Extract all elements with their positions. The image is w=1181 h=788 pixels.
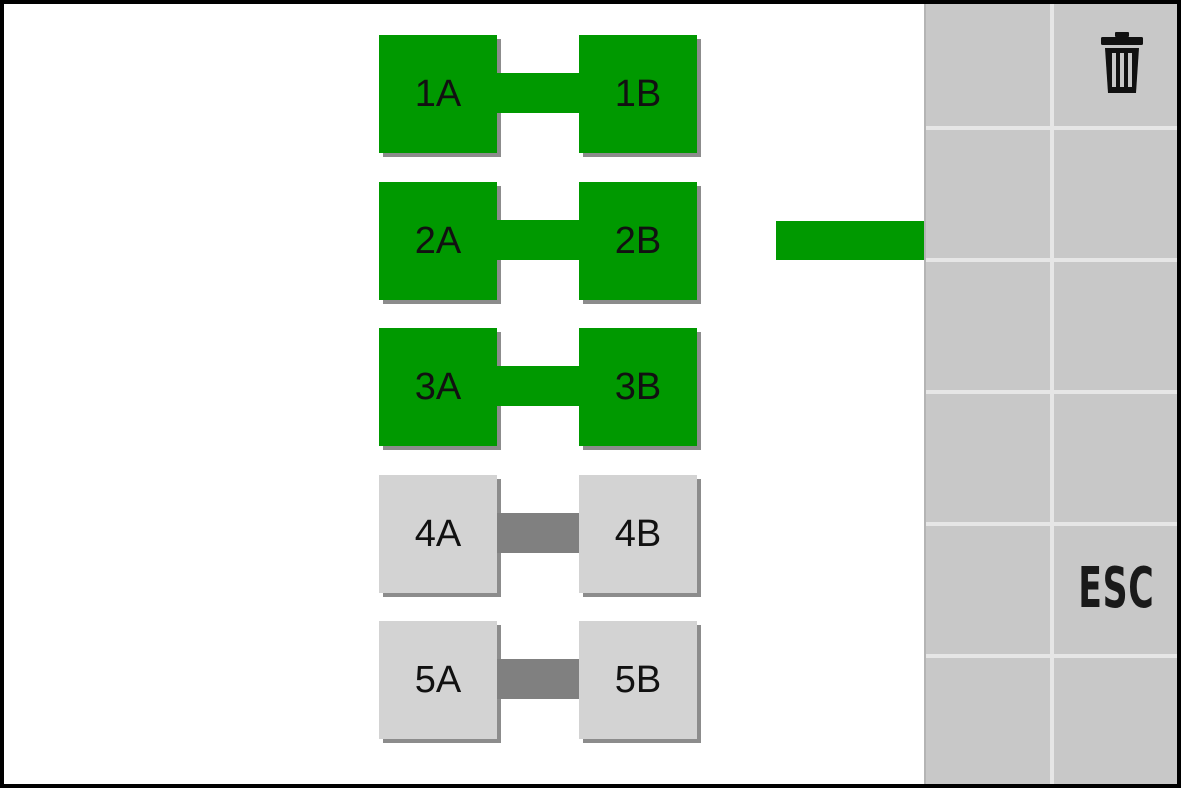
panel-button-r6c1[interactable] — [926, 658, 1054, 784]
panel-button-r6c2[interactable] — [1054, 658, 1177, 784]
link-bar-4 — [497, 513, 579, 553]
pair-row-3: 3A 3B — [379, 328, 709, 458]
link-bar-2 — [497, 220, 579, 260]
panel-button-r1c1[interactable] — [926, 4, 1054, 130]
panel-button-r2c2[interactable] — [1054, 130, 1177, 262]
link-bar-1 — [497, 73, 579, 113]
tile-5b[interactable]: 5B — [579, 621, 697, 739]
pair-row-4: 4A 4B — [379, 475, 709, 605]
tile-4a[interactable]: 4A — [379, 475, 497, 593]
tile-1b[interactable]: 1B — [579, 35, 697, 153]
panel-button-r4c1[interactable] — [926, 394, 1054, 526]
pair-row-2: 2A 2B — [379, 182, 709, 312]
link-bar-3 — [497, 366, 579, 406]
pair-row-5: 5A 5B — [379, 621, 709, 751]
tile-5a[interactable]: 5A — [379, 621, 497, 739]
esc-label: ESC — [1078, 555, 1155, 621]
panel-button-r3c1[interactable] — [926, 262, 1054, 394]
side-panel: ESC — [924, 4, 1177, 784]
panel-link-bar — [776, 221, 925, 260]
link-bar-5 — [497, 659, 579, 699]
tile-3a[interactable]: 3A — [379, 328, 497, 446]
tile-1a[interactable]: 1A — [379, 35, 497, 153]
tile-4b[interactable]: 4B — [579, 475, 697, 593]
tile-2a[interactable]: 2A — [379, 182, 497, 300]
pair-row-1: 1A 1B — [379, 35, 709, 165]
tile-3b[interactable]: 3B — [579, 328, 697, 446]
panel-button-r4c2[interactable] — [1054, 394, 1177, 526]
panel-button-r3c2[interactable] — [1054, 262, 1177, 394]
delete-button[interactable] — [1054, 4, 1177, 130]
panel-button-r2c1[interactable] — [926, 130, 1054, 262]
trash-icon — [1100, 32, 1143, 93]
esc-button[interactable]: ESC — [1054, 526, 1177, 658]
panel-button-r5c1[interactable] — [926, 526, 1054, 658]
tile-2b[interactable]: 2B — [579, 182, 697, 300]
